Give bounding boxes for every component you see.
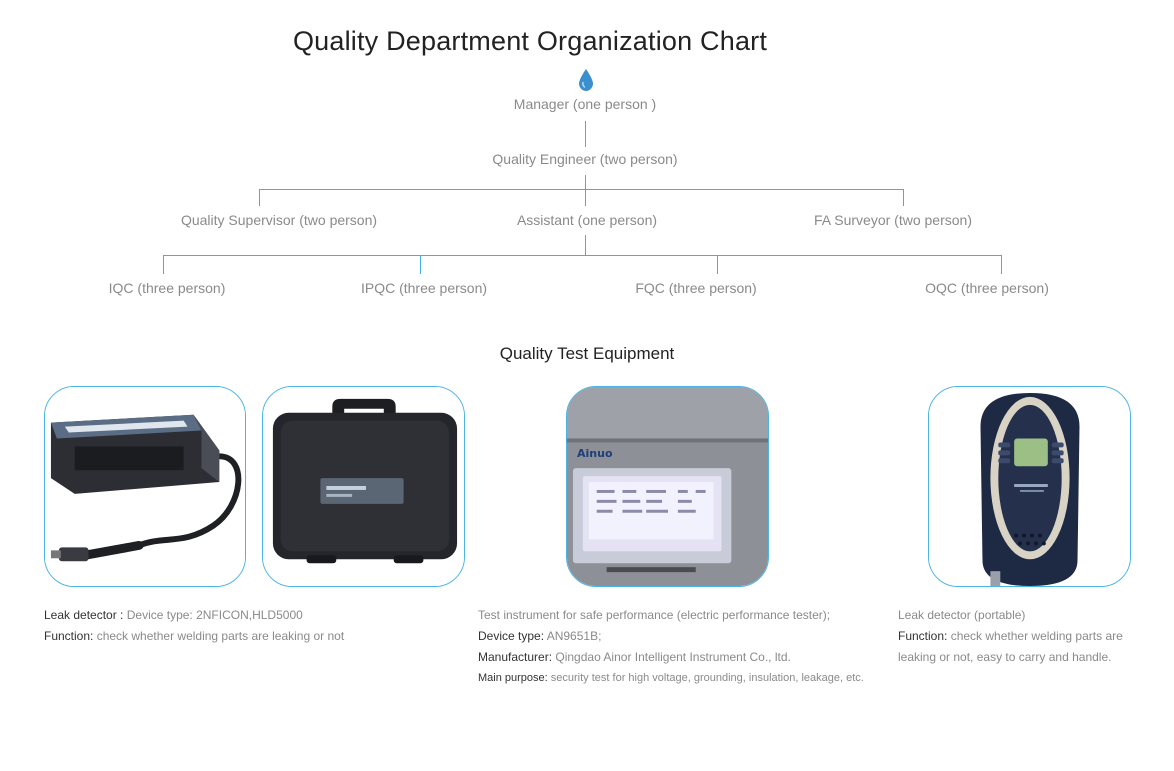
connector-fa bbox=[903, 189, 905, 206]
connector-fqc bbox=[717, 255, 719, 274]
photo-electric-tester: Ainuo bbox=[566, 386, 769, 587]
node-oqc: OQC (three person) bbox=[925, 280, 1049, 296]
desc-tester-line4: Main purpose: security test for high vol… bbox=[478, 668, 888, 689]
photo-portable-leak-detector bbox=[928, 386, 1131, 587]
desc-tester-purpose: security test for high voltage, groundin… bbox=[547, 672, 864, 684]
portable-leak-detector-image bbox=[929, 387, 1130, 586]
connector-manager-engineer bbox=[585, 121, 587, 147]
node-fa-surveyor: FA Surveyor (two person) bbox=[814, 212, 972, 228]
node-assistant: Assistant (one person) bbox=[516, 212, 658, 228]
desc-portable-line3: leaking or not, easy to carry and handle… bbox=[898, 650, 1112, 664]
desc-leak-detector-line2: Function: check whether welding parts ar… bbox=[44, 626, 444, 647]
connector-level2-bar bbox=[259, 189, 904, 191]
electric-tester-image bbox=[567, 387, 768, 586]
desc-leak-detector-function: check whether welding parts are leaking … bbox=[93, 629, 345, 643]
desc-tester-manufacturer-label: Manufacturer: bbox=[478, 650, 553, 664]
connector-ipqc bbox=[420, 255, 422, 274]
desc-leak-detector-function-label: Function: bbox=[44, 629, 94, 643]
desc-portable-line1: Leak detector (portable) bbox=[898, 608, 1026, 622]
node-quality-supervisor: Quality Supervisor (two person) bbox=[180, 212, 378, 228]
desc-electric-tester: Test instrument for safe performance (el… bbox=[478, 605, 888, 689]
connector-level3-bar bbox=[163, 255, 1002, 257]
page-title: Quality Department Organization Chart bbox=[292, 26, 768, 56]
connector-iqc bbox=[163, 255, 165, 274]
desc-portable-leak-detector: Leak detector (portable) Function: check… bbox=[898, 605, 1168, 668]
connector-supervisor bbox=[259, 189, 261, 206]
desc-leak-detector-label: Leak detector : bbox=[44, 608, 124, 622]
connector-engineer-down bbox=[585, 175, 587, 189]
connector-oqc bbox=[1001, 255, 1003, 274]
desc-portable-function1: check whether welding parts are bbox=[947, 629, 1123, 643]
desc-tester-line3: Manufacturer: Qingdao Ainor Intelligent … bbox=[478, 647, 888, 668]
photo-carrying-case bbox=[262, 386, 465, 587]
node-iqc: IQC (three person) bbox=[108, 280, 226, 296]
desc-tester-line1: Test instrument for safe performance (el… bbox=[478, 608, 831, 622]
desc-tester-manufacturer: Qingdao Ainor Intelligent Instrument Co.… bbox=[552, 650, 791, 664]
equipment-section-title: Quality Test Equipment bbox=[499, 344, 675, 363]
desc-tester-line2: Device type: AN9651B; bbox=[478, 626, 888, 647]
desc-leak-detector-type: Device type: 2NFICON,HLD5000 bbox=[123, 608, 303, 622]
node-ipqc: IPQC (three person) bbox=[360, 280, 488, 296]
desc-leak-detector-line1: Leak detector : Device type: 2NFICON,HLD… bbox=[44, 605, 444, 626]
node-quality-engineer: Quality Engineer (two person) bbox=[492, 151, 678, 167]
connector-assistant bbox=[585, 189, 587, 206]
leak-detector-probe-image bbox=[45, 387, 245, 586]
carrying-case-image bbox=[263, 387, 464, 586]
node-manager: Manager (one person ) bbox=[513, 96, 657, 112]
desc-leak-detector: Leak detector : Device type: 2NFICON,HLD… bbox=[44, 605, 444, 647]
desc-tester-purpose-label: Main purpose: bbox=[478, 672, 548, 684]
connector-assistant-down bbox=[585, 235, 587, 255]
node-fqc: FQC (three person) bbox=[635, 280, 757, 296]
desc-portable-line2: Function: check whether welding parts ar… bbox=[898, 626, 1168, 647]
desc-tester-type-label: Device type: bbox=[478, 629, 545, 643]
tester-brand-label: Ainuo bbox=[577, 447, 613, 460]
desc-portable-function-label: Function: bbox=[898, 629, 948, 643]
desc-tester-type: AN9651B; bbox=[544, 629, 602, 643]
water-drop-icon bbox=[579, 69, 593, 91]
photo-leak-detector-probe bbox=[44, 386, 246, 587]
